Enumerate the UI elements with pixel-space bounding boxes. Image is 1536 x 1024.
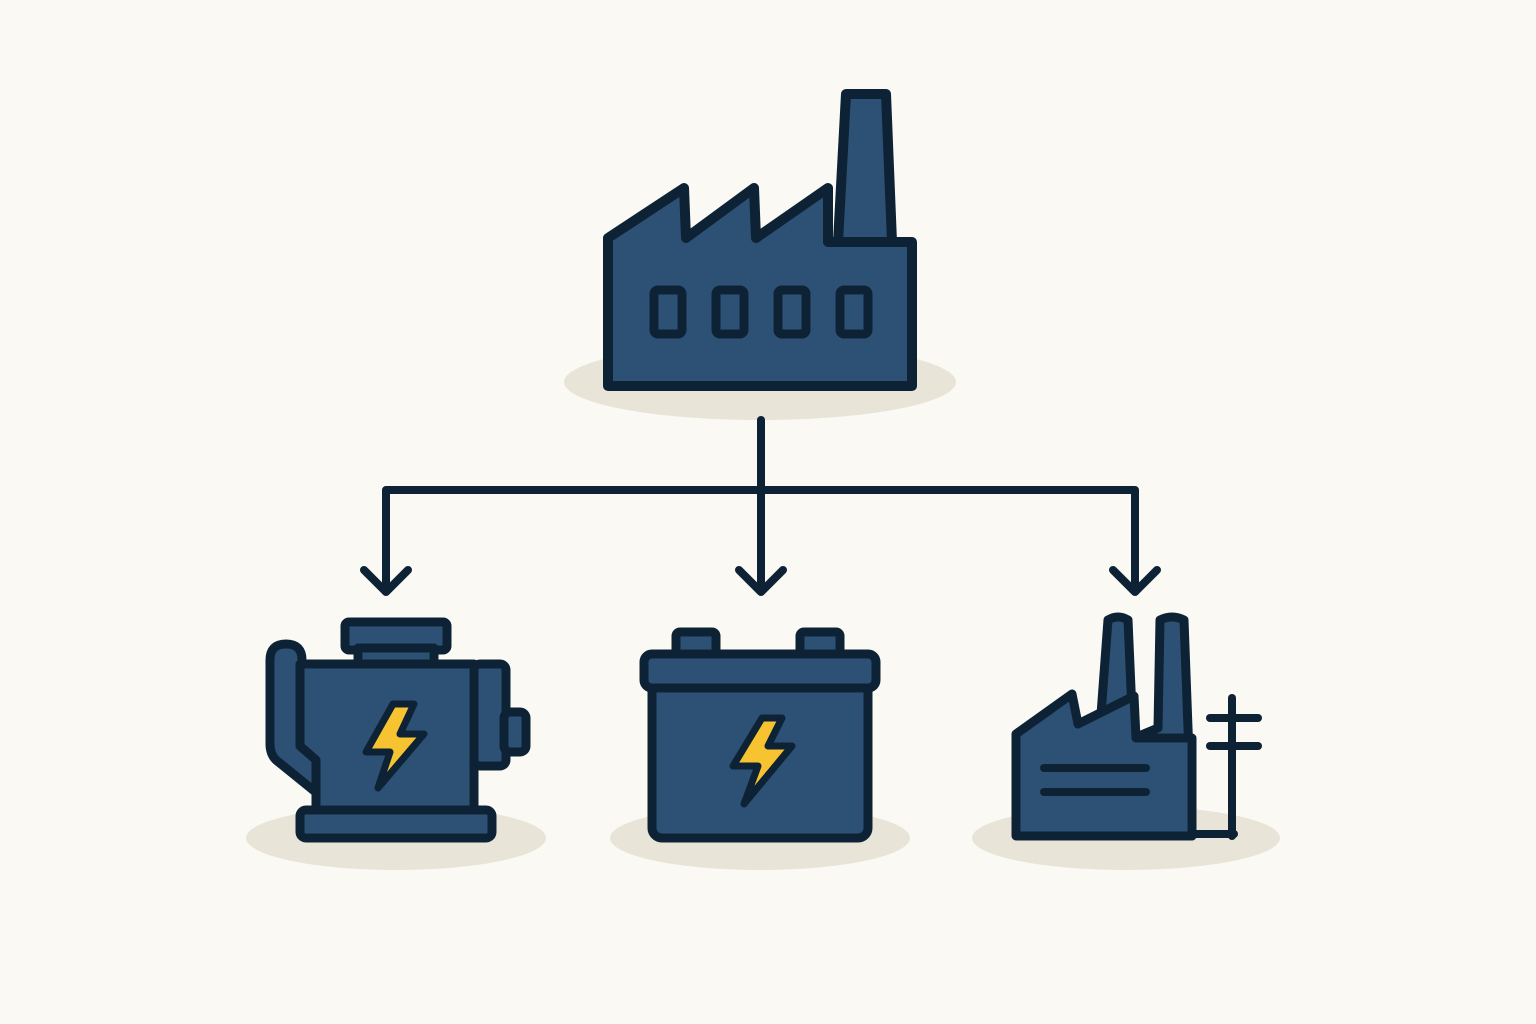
branch-line: [382, 486, 1139, 594]
arrowhead-right: [1109, 566, 1161, 596]
power-line-pole: [1188, 694, 1262, 840]
arrowhead-left: [360, 566, 412, 596]
connector-lines: [360, 416, 1161, 596]
motor-base: [295, 805, 497, 843]
electric-motor-icon: [246, 617, 546, 870]
factory-icon: [564, 89, 956, 420]
factory-window: [649, 285, 687, 339]
factory-chimney: [833, 89, 897, 247]
factory-window: [711, 285, 749, 339]
arrowhead-center: [735, 566, 787, 596]
lightning-bolt-icon: [362, 700, 428, 792]
motor-shaft: [499, 707, 531, 757]
lightning-bolt-icon: [729, 714, 796, 808]
battery-lid: [639, 649, 881, 693]
battery-icon: [610, 627, 910, 870]
power-plant-icon: [972, 612, 1280, 870]
factory-building: [603, 183, 917, 391]
factory-window: [773, 285, 811, 339]
factory-window: [835, 285, 873, 339]
